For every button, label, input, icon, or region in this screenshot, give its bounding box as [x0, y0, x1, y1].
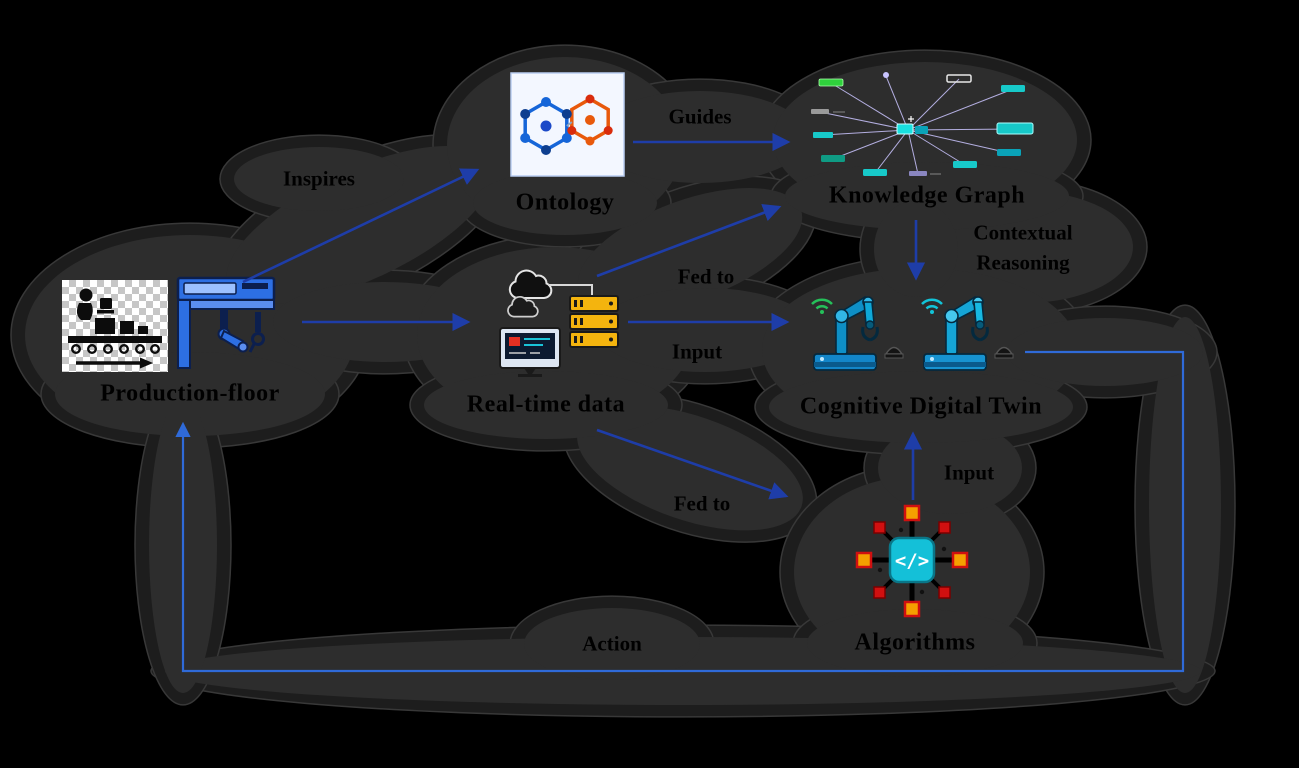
worker-conveyor-icon — [68, 288, 162, 369]
edge-label-fed-to-algorithms: Fed to — [673, 491, 731, 516]
ontology-icon — [510, 72, 625, 177]
label-knowledge-graph: Knowledge Graph — [828, 182, 1026, 209]
edge-label-contextual-reasoning: Contextual Reasoning — [973, 220, 1073, 275]
cloud-server-monitor-icon — [499, 269, 619, 377]
label-production-floor: Production-floor — [100, 380, 280, 407]
wifi-icon — [921, 298, 943, 314]
label-ontology: Ontology — [515, 189, 615, 216]
blob — [1007, 318, 1203, 386]
blob — [785, 162, 1069, 230]
edge-label-input-cdt: Input — [671, 339, 723, 364]
hexagon-network-icon — [510, 72, 625, 177]
cloud-icon-small — [507, 296, 539, 318]
edge-label-action: Action — [582, 631, 642, 656]
robot-arm-icon — [811, 295, 904, 371]
machine-icon — [176, 276, 276, 369]
production-worker-icon — [62, 280, 168, 372]
label-algorithms: Algorithms — [854, 629, 976, 656]
label-cognitive-digital-twin: Cognitive Digital Twin — [799, 393, 1043, 420]
edge-label-input-algorithms: Input — [943, 460, 995, 485]
wifi-icon — [811, 298, 833, 314]
lamp-icon — [884, 346, 904, 359]
server-stack-icon — [569, 295, 619, 348]
lamp-icon — [994, 346, 1014, 359]
edge-label-fed-to-kg: Fed to — [677, 264, 735, 289]
blob — [592, 91, 808, 183]
cloud-icon — [508, 269, 553, 299]
production-machine-icon — [176, 276, 276, 372]
monitor-icon — [499, 327, 561, 377]
code-chip-icon: </> — [855, 504, 969, 618]
edge-label-guides: Guides — [668, 104, 732, 129]
robot-arm-icon — [921, 295, 1014, 371]
code-glyph: </> — [895, 550, 929, 572]
edge-label-inspires: Inspires — [283, 166, 355, 191]
blob — [149, 397, 217, 693]
knowledge-graph-icon — [805, 66, 1035, 188]
real-time-data-icon — [496, 268, 628, 382]
robot-arm-icon-left — [806, 282, 906, 382]
algorithms-icon: </> — [852, 500, 972, 622]
robot-arm-icon-right — [916, 282, 1016, 382]
graph-network-icon — [811, 72, 1034, 176]
label-real-time-data: Real-time data — [466, 391, 626, 418]
